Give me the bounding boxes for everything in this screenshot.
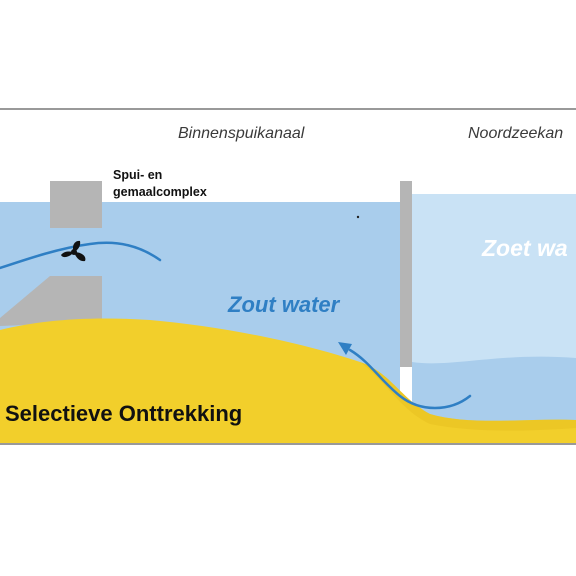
pump-complex-label: Spui- en gemaalcomplex xyxy=(113,167,207,201)
sluice-lower-block xyxy=(0,276,102,326)
marker-dot xyxy=(356,215,360,219)
sand-bed xyxy=(0,318,576,443)
curved-arrow-icon xyxy=(338,342,352,355)
diagram-title: Selectieve Onttrekking xyxy=(5,401,243,426)
propeller-icon xyxy=(61,240,86,262)
pump-complex-label-line1: Spui- en xyxy=(113,168,163,182)
canal-label: Binnenspuikanaal xyxy=(178,125,305,142)
sand-shadow xyxy=(360,362,576,431)
salt-intrusion-arrow xyxy=(348,348,472,410)
fresh-water-label: Zoet wa xyxy=(482,235,568,261)
salt-water-label: Zout water xyxy=(228,292,340,317)
pump-complex-label-line2: gemaalcomplex xyxy=(113,184,207,199)
sluice-upper-block xyxy=(50,181,102,228)
barrier-wall xyxy=(400,181,412,367)
intake-flow-line xyxy=(0,241,162,270)
north-sea-canal-label: Noordzeekan xyxy=(468,125,564,142)
